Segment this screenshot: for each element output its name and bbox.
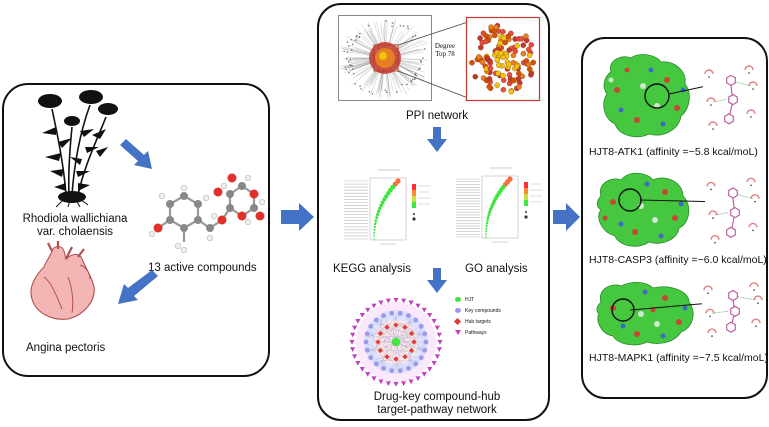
network-label-line2: target-pathway network	[377, 404, 497, 416]
degree-label-line2: Top 78	[435, 50, 455, 58]
legend-item-compounds: Key compounds	[455, 308, 501, 314]
legend-item-hjt: HJT	[455, 297, 474, 303]
legend-label: Key compounds	[465, 308, 501, 314]
legend-item-targets: Hub targets	[453, 318, 491, 326]
compound-structure	[148, 173, 266, 254]
ppi-network-zoom	[465, 16, 541, 102]
plant-label-line2: var. cholaensis	[36, 226, 114, 238]
plant-label: Rhodiola wallichiana var. cholaensis	[10, 213, 140, 239]
degree-label: Degree Top 78	[432, 42, 458, 58]
docking-1-interaction-diagram	[703, 58, 759, 138]
plant-illustration	[38, 90, 118, 208]
compounds-label: 13 active compounds	[148, 262, 257, 274]
kegg-label: KEGG analysis	[333, 263, 411, 275]
heart-illustration	[30, 241, 95, 320]
legend-label: HJT	[465, 297, 475, 303]
docking-1-protein	[603, 54, 690, 138]
ppi-label: PPI network	[406, 110, 468, 122]
ppi-zoom-connector	[397, 21, 469, 99]
disease-label: Angina pectoris	[26, 342, 106, 354]
legend-item-pathways: Pathways	[455, 330, 487, 336]
plant-label-line1: Rhodiola wallichiana	[22, 213, 128, 225]
legend-label: Hub targets	[465, 319, 491, 325]
compound-target-pathway-network	[349, 298, 443, 387]
docking-1-label: HJT8-ATK1 (affinity =−5.8 kcal/moL)	[589, 146, 758, 158]
arrow-plant-to-compound	[120, 139, 152, 169]
docking-2-label: HJT8-CASP3 (affinity =−6.0 kcal/moL)	[589, 254, 767, 266]
docking-2-interaction-diagram	[705, 170, 761, 252]
go-enrichment-plot	[456, 167, 542, 243]
arrow-mid-to-right	[553, 203, 580, 231]
docking-3-interaction-diagram	[702, 277, 764, 343]
network-label-line1: Drug-key compound-hub	[373, 391, 501, 403]
legend-label: Pathways	[465, 330, 487, 336]
docking-2-protein	[596, 172, 690, 247]
degree-label-line1: Degree	[434, 42, 456, 50]
docking-3-protein	[596, 282, 694, 346]
docking-3-label: HJT8-MAPK1 (affinity =−7.5 kcal/moL)	[589, 352, 768, 364]
arrow-ppi-down	[427, 127, 447, 152]
arrow-enrichment-down	[427, 268, 447, 293]
go-label: GO analysis	[465, 263, 528, 275]
arrow-compound-to-disease	[118, 270, 158, 304]
ppi-network-full	[338, 15, 432, 101]
network-label: Drug-key compound-hub target-pathway net…	[337, 391, 537, 417]
kegg-enrichment-plot	[344, 169, 430, 245]
arrow-left-to-mid	[281, 203, 314, 231]
